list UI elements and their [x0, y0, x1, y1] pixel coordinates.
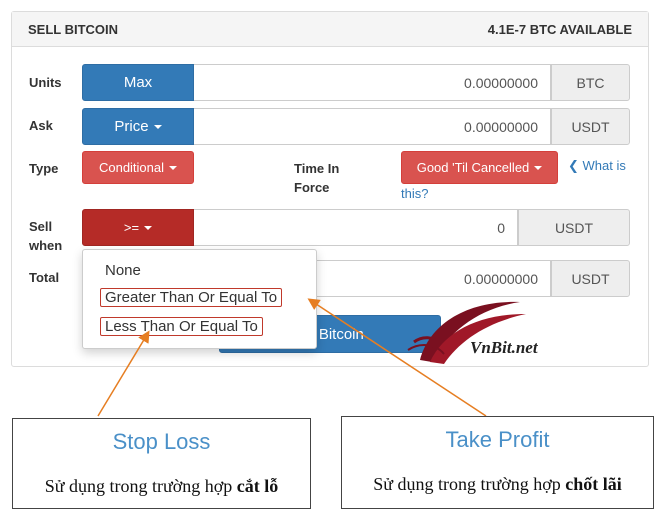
time-in-force-label-line1: Time In — [294, 161, 340, 176]
watermark-text: VnBit.net — [470, 338, 538, 357]
ask-currency-addon: USDT — [551, 108, 630, 145]
what-is-this-link-continued[interactable]: this? — [401, 186, 428, 201]
stop-loss-text-bold: cắt lỗ — [236, 476, 279, 496]
take-profit-arrow — [307, 298, 487, 417]
total-currency: USDT — [571, 270, 610, 287]
available-balance: 4.1E-7 BTC AVAILABLE — [487, 22, 632, 37]
take-profit-text-bold: chốt lãi — [565, 474, 622, 494]
ask-label: Ask — [29, 118, 53, 133]
sell-when-input[interactable]: 0 — [194, 209, 518, 246]
sell-when-label-line1: Sell — [29, 219, 53, 234]
stop-loss-callout: Stop Loss Sử dụng trong trường hợp cắt l… — [12, 418, 311, 509]
panel-header: SELL BITCOIN 4.1E-7 BTC AVAILABLE — [12, 12, 648, 47]
stop-loss-text: Sử dụng trong trường hợp cắt lỗ — [13, 476, 310, 497]
caret-down-icon — [144, 225, 153, 230]
total-currency-addon: USDT — [551, 260, 630, 297]
units-value: 0.00000000 — [464, 74, 538, 91]
max-button[interactable]: Max — [82, 64, 194, 101]
what-is-this-line2: this? — [401, 186, 429, 201]
tif-button-label: Good 'Til Cancelled — [416, 160, 530, 175]
price-button-label: Price — [114, 118, 149, 135]
good-til-cancelled-dropdown-button[interactable]: Good 'Til Cancelled — [401, 151, 558, 184]
chevron-left-icon: ❮ — [568, 158, 579, 173]
take-profit-callout: Take Profit Sử dụng trong trường hợp chố… — [341, 416, 654, 509]
total-label: Total — [29, 270, 60, 285]
conditional-button-label: Conditional — [98, 160, 165, 175]
stop-loss-arrow — [97, 330, 150, 417]
stop-loss-text-prefix: Sử dụng trong trường hợp — [44, 476, 237, 496]
menu-item-greater-than-or-equal[interactable]: Greater Than Or Equal To — [100, 288, 283, 307]
sell-when-currency: USDT — [554, 219, 594, 236]
vnbit-logo-icon — [407, 301, 526, 364]
units-label: Units — [29, 75, 62, 90]
what-is-this-link[interactable]: ❮ What is — [568, 158, 626, 174]
caret-down-icon — [153, 124, 162, 129]
time-in-force-label-line2: Force — [294, 180, 330, 195]
ask-currency: USDT — [571, 118, 610, 135]
sell-when-label-line2: when — [29, 238, 63, 253]
total-value: 0.00000000 — [464, 270, 538, 287]
stop-loss-title: Stop Loss — [112, 429, 211, 454]
max-button-label: Max — [123, 74, 153, 91]
what-is-this-line1: What is — [582, 158, 626, 173]
sell-when-label: Sell when — [29, 217, 62, 255]
operator-button-label: >= — [123, 220, 140, 235]
take-profit-text-prefix: Sử dụng trong trường hợp — [373, 474, 566, 494]
time-in-force-label: Time In Force — [294, 159, 339, 197]
sell-bitcoin-button-label: ll Bitcoin — [308, 325, 364, 343]
take-profit-title: Take Profit — [445, 427, 550, 452]
type-label: Type — [29, 161, 59, 176]
units-currency-addon: BTC — [551, 64, 630, 101]
ask-input[interactable]: 0.00000000 — [194, 108, 551, 145]
take-profit-text: Sử dụng trong trường hợp chốt lãi — [342, 474, 653, 495]
condition-operator-dropdown-button[interactable]: >= — [82, 209, 194, 246]
condition-operator-menu: None Greater Than Or Equal To Less Than … — [82, 249, 317, 349]
conditional-dropdown-button[interactable]: Conditional — [82, 151, 194, 184]
sell-when-value: 0 — [497, 219, 505, 236]
units-currency: BTC — [576, 74, 605, 91]
caret-down-icon — [534, 165, 543, 170]
sell-when-currency-addon: USDT — [518, 209, 630, 246]
price-dropdown-button[interactable]: Price — [82, 108, 194, 145]
caret-down-icon — [169, 165, 178, 170]
ask-value: 0.00000000 — [464, 118, 538, 135]
panel-title: SELL BITCOIN — [28, 22, 119, 37]
total-input[interactable]: 0.00000000 — [300, 260, 551, 297]
units-input[interactable]: 0.00000000 — [194, 64, 551, 101]
menu-item-none[interactable]: None — [105, 262, 141, 279]
